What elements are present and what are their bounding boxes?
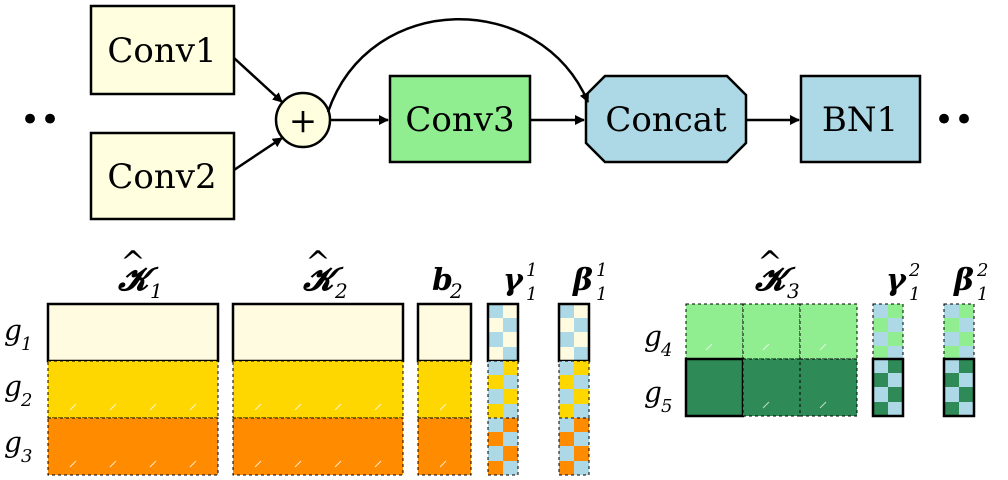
row-label-g3: g 3 xyxy=(4,426,32,467)
header-k2: ^ 𝓚 2 xyxy=(302,245,348,303)
svg-text:3: 3 xyxy=(21,446,32,467)
cell-g4-gamma xyxy=(872,303,904,360)
header-beta-1-1: β 1 1 xyxy=(572,260,607,305)
cell-g3-beta xyxy=(558,417,590,476)
svg-text:2: 2 xyxy=(908,260,920,281)
svg-text:3: 3 xyxy=(787,279,800,303)
conv3-label: Conv3 xyxy=(405,100,514,140)
svg-text:g: g xyxy=(4,370,22,403)
conv2-node: Conv2 xyxy=(89,131,236,221)
cell-g2-k2 xyxy=(232,360,404,419)
cell-g4-k3-c xyxy=(799,303,858,360)
conv2-label: Conv2 xyxy=(107,157,216,197)
header-k3: ^ 𝓚 3 xyxy=(754,245,800,303)
edge-conv2-sum xyxy=(233,136,283,172)
cell-g3-k1 xyxy=(47,417,219,476)
svg-text:2: 2 xyxy=(20,390,32,411)
svg-text:1: 1 xyxy=(596,260,607,281)
cell-g3-gamma xyxy=(487,417,519,476)
hatch-marks-right xyxy=(705,343,827,409)
cell-g3-k2 xyxy=(232,417,404,476)
concat-label: Concat xyxy=(605,100,727,140)
cell-g4-k3-a xyxy=(685,303,744,360)
svg-text:1: 1 xyxy=(526,284,537,305)
cell-g1-k2 xyxy=(231,302,405,363)
ellipsis-right: •• xyxy=(934,100,974,140)
svg-text:2: 2 xyxy=(449,279,463,303)
svg-text:1: 1 xyxy=(596,284,607,305)
cell-g5-k3-a xyxy=(684,357,745,418)
svg-text:1: 1 xyxy=(977,284,988,305)
svg-text:1: 1 xyxy=(21,334,32,355)
sum-label: + xyxy=(289,101,318,141)
cell-g2-k1 xyxy=(47,360,219,419)
svg-text:β: β xyxy=(953,263,974,298)
cell-g5-k3-c xyxy=(799,358,858,417)
block-g5 xyxy=(684,357,976,418)
svg-text:1: 1 xyxy=(909,284,920,305)
svg-text:4: 4 xyxy=(660,340,672,361)
cell-g3-b2 xyxy=(417,417,472,476)
flow-edges xyxy=(233,18,800,172)
cell-g1-b2 xyxy=(416,302,473,363)
header-k1: ^ 𝓚 1 xyxy=(117,245,163,303)
svg-text:2: 2 xyxy=(976,260,988,281)
svg-text:1: 1 xyxy=(150,279,163,303)
row-label-g1: g 1 xyxy=(4,314,32,355)
edge-sum-concat-skip xyxy=(326,18,590,113)
svg-text:γ: γ xyxy=(886,263,907,298)
row-label-g5: g 5 xyxy=(644,376,672,417)
svg-text:g: g xyxy=(4,426,22,459)
cell-g5-gamma xyxy=(871,357,905,418)
svg-text:g: g xyxy=(644,376,662,409)
row-label-g4: g 4 xyxy=(644,320,672,361)
svg-text:g: g xyxy=(644,320,662,353)
svg-text:^: ^ xyxy=(757,245,782,280)
block-g1 xyxy=(46,302,591,363)
cell-g4-k3-b xyxy=(742,303,801,360)
concat-node: Concat xyxy=(584,74,748,164)
edge-conv1-sum xyxy=(233,57,283,103)
cell-g5-beta xyxy=(942,357,976,418)
conv1-node: Conv1 xyxy=(89,4,236,96)
svg-text:^: ^ xyxy=(120,245,145,280)
svg-text:^: ^ xyxy=(305,245,330,280)
bn1-label: BN1 xyxy=(822,100,898,140)
svg-text:b: b xyxy=(432,263,453,298)
svg-text:γ: γ xyxy=(503,263,524,298)
header-gamma-1-2: γ 2 1 xyxy=(886,260,920,305)
header-b2: b 2 xyxy=(432,263,463,303)
row-label-g2: g 2 xyxy=(4,370,32,411)
svg-text:2: 2 xyxy=(334,279,348,303)
hatch-marks-left xyxy=(69,403,447,468)
svg-text:β: β xyxy=(572,263,593,298)
conv3-node: Conv3 xyxy=(388,74,532,164)
block-g2 xyxy=(47,360,590,419)
block-g4 xyxy=(685,303,975,360)
conv1-label: Conv1 xyxy=(107,31,216,71)
svg-text:1: 1 xyxy=(526,260,537,281)
cell-g5-k3-b xyxy=(742,358,801,417)
svg-text:5: 5 xyxy=(661,396,672,417)
block-g3 xyxy=(47,417,590,476)
cell-g2-b2 xyxy=(417,360,472,419)
sum-node: + xyxy=(274,91,332,149)
svg-text:g: g xyxy=(4,314,22,347)
cell-g1-k1 xyxy=(46,302,220,363)
header-beta-1-2: β 2 1 xyxy=(953,260,988,305)
cell-g4-beta xyxy=(943,303,975,360)
bn1-node: BN1 xyxy=(799,74,922,164)
header-gamma-1-1: γ 1 1 xyxy=(503,260,537,305)
ellipsis-left: •• xyxy=(20,100,60,140)
